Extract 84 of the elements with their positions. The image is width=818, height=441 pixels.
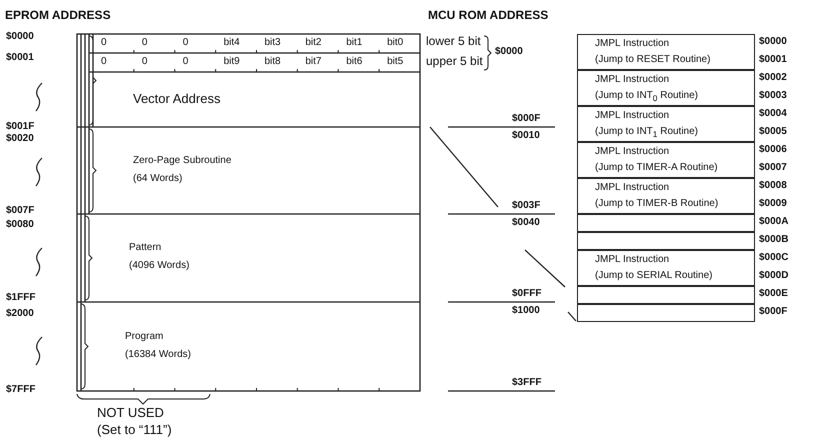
bit-field: bit5 [387,56,404,68]
address-label: $000E [759,288,788,300]
address-label: $0020 [6,133,34,145]
memory-block [577,232,755,250]
memory-block [577,214,755,232]
region-title: Pattern [129,242,162,254]
memory-block [577,250,755,286]
instruction-text: JMPL Instruction [595,182,670,194]
address-label: $3FFF [512,377,542,389]
address-label: $007F [6,205,34,217]
bit-range-label: lower 5 bit [426,34,481,48]
memory-block [577,142,755,178]
instruction-text: JMPL Instruction [595,146,670,158]
note-text: NOT USED [97,405,164,420]
jump-target-text: (Jump to RESET Routine) [595,54,710,66]
memory-block [577,106,755,142]
address-label: $0040 [512,217,540,229]
heading: MCU ROM ADDRESS [428,8,548,22]
address-label: $0010 [512,130,540,142]
bit-field: 0 [182,37,188,49]
address-label: $1000 [512,305,540,317]
address-label: $000F [512,113,540,125]
memory-block [577,178,755,214]
jump-target-text: (Jump to SERIAL Routine) [595,270,712,282]
address-label: $0006 [759,144,787,156]
address-label: $000D [759,270,788,282]
memory-block [577,34,755,70]
memory-block [577,286,755,304]
region-title: Program [125,330,164,342]
heading: EPROM ADDRESS [5,8,111,22]
instruction-text: JMPL Instruction [595,110,670,122]
bit-field: bit1 [346,37,362,49]
region-title: Vector Address [133,90,220,106]
bit-field: bit7 [305,56,322,68]
region-title: Zero-Page Subroutine [133,154,232,166]
word-count: (4096 Words) [129,260,190,272]
address-label: $000A [759,216,788,228]
bit-field: bit0 [387,37,404,49]
address-label: $001F [6,121,34,133]
address-label: $0080 [6,219,34,231]
word-count: (16384 Words) [125,348,191,360]
address-label: $2000 [6,308,34,320]
address-label: $000B [759,234,788,246]
memory-block [577,304,755,322]
bit-field: bit3 [264,37,281,49]
address-label: $0000 [759,36,787,48]
jump-target-text: (Jump to INT$_{0}$ Routine) [595,90,698,104]
address-label: $0001 [759,54,787,66]
address-label: $7FFF [6,384,36,396]
jump-target-text: (Jump to TIMER-B Routine) [595,198,718,210]
address-label: $0003 [759,90,787,102]
address-label: $0000 [6,31,34,43]
address-label: $1FFF [6,292,36,304]
address-label: $003F [512,200,540,212]
bit-field: bit8 [264,56,281,68]
address-label: $000C [759,252,788,264]
address-label: $0005 [759,126,787,138]
bit-field: 0 [142,56,148,68]
bit-field: 0 [101,56,107,68]
address-label: $0FFF [512,288,542,300]
address-label: $0007 [759,162,787,174]
bit-field: bit2 [305,37,322,49]
jump-target-text: (Jump to INT$_{1}$ Routine) [595,126,698,140]
address-label: $0002 [759,72,787,84]
bit-field: 0 [142,37,148,49]
address-label: $0000 [495,46,523,58]
address-label: $0009 [759,198,787,210]
instruction-text: JMPL Instruction [595,38,670,50]
jump-target-text: (Jump to TIMER-A Routine) [595,162,718,174]
instruction-text: JMPL Instruction [595,254,670,266]
word-count: (64 Words) [133,172,182,184]
bit-field: bit9 [224,56,240,68]
note-text: (Set to “111”) [97,422,172,437]
bit-field: bit6 [346,56,362,68]
address-label: $0008 [759,180,787,192]
address-label: $0001 [6,52,34,64]
bit-field: 0 [101,37,107,49]
address-label: $000F [759,306,788,318]
bit-field: bit4 [224,37,240,49]
bit-range-label: upper 5 bit [426,54,483,68]
memory-block [577,70,755,106]
instruction-text: JMPL Instruction [595,74,670,86]
address-label: $0004 [759,108,787,120]
bit-field: 0 [182,56,188,68]
